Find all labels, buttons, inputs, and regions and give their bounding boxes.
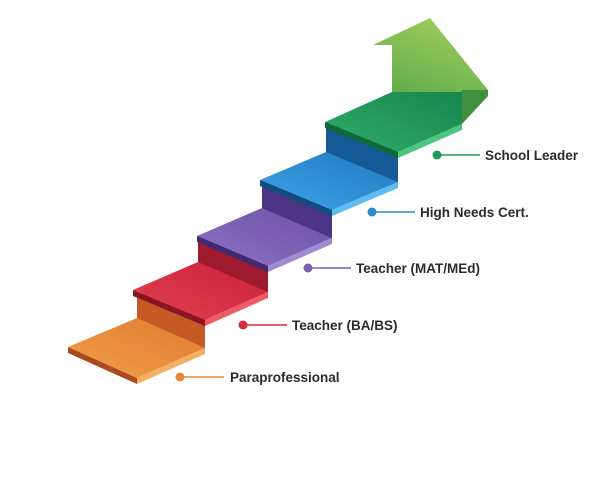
step-1	[133, 236, 268, 326]
step-0-front	[68, 347, 137, 384]
step-1-front	[133, 290, 205, 326]
arrow-side	[462, 90, 488, 124]
legend-paraprofessional: Paraprofessional	[175, 370, 340, 385]
bullet-high-needs-cert	[367, 207, 377, 217]
label-school-leader: School Leader	[485, 148, 579, 163]
step-0-edge	[137, 348, 205, 384]
legend-high-needs-cert: High Needs Cert.	[367, 205, 529, 220]
bullet-paraprofessional	[175, 372, 185, 382]
bullet-teacher-mat-med	[303, 263, 313, 273]
bullet-school-leader	[432, 150, 442, 160]
label-teacher-ba-bs: Teacher (BA/BS)	[292, 318, 398, 333]
step-3-front	[260, 180, 332, 216]
label-paraprofessional: Paraprofessional	[230, 370, 340, 385]
label-high-needs-cert: High Needs Cert.	[420, 205, 529, 220]
step-3-edge	[332, 182, 398, 216]
step-4-tread	[325, 92, 462, 152]
step-4-front	[325, 122, 398, 158]
step-4	[325, 92, 462, 158]
legend-school-leader: School Leader	[432, 148, 579, 163]
step-1-edge	[205, 292, 268, 326]
step-0-tread	[68, 318, 205, 378]
bullet-teacher-ba-bs	[238, 320, 248, 330]
step-2-front	[197, 236, 268, 272]
legend-teacher-mat-med: Teacher (MAT/MEd)	[303, 261, 480, 276]
legend-teacher-ba-bs: Teacher (BA/BS)	[238, 318, 398, 333]
step-4-edge	[398, 124, 462, 158]
step-2-edge	[268, 238, 332, 272]
label-teacher-mat-med: Teacher (MAT/MEd)	[356, 261, 480, 276]
